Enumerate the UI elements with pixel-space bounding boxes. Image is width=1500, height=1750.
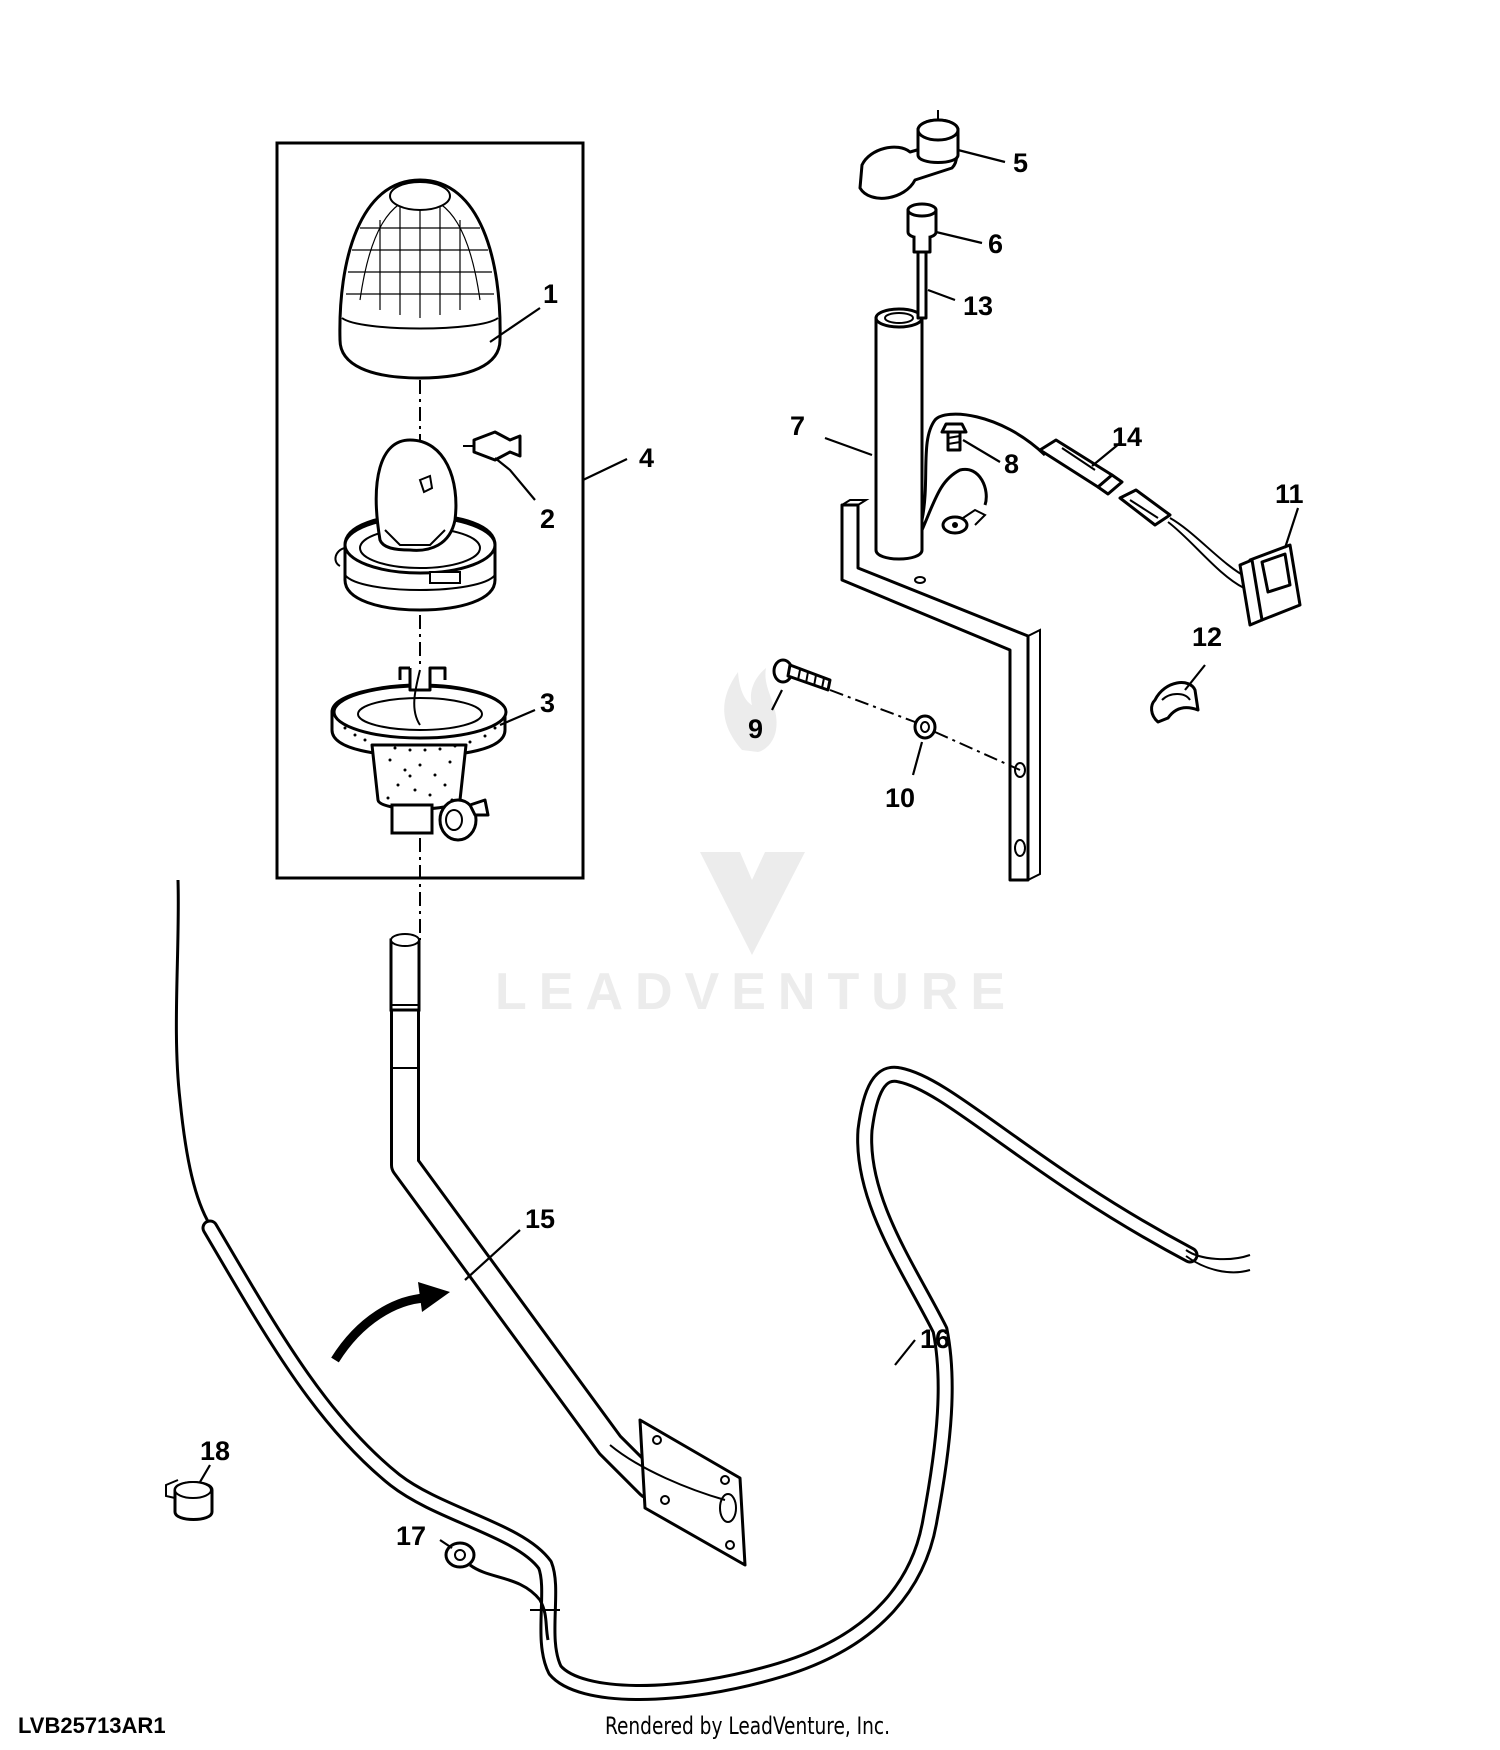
callout-4: 4 bbox=[639, 443, 654, 473]
callout-1: 1 bbox=[543, 279, 558, 309]
mounting-washer bbox=[913, 714, 937, 740]
harness-clip-12 bbox=[1150, 681, 1200, 724]
light-assembly-box bbox=[275, 141, 585, 880]
leader-12 bbox=[1184, 664, 1206, 691]
leader-2 bbox=[494, 457, 536, 501]
callout-6: 6 bbox=[988, 229, 1003, 259]
mounting-bolt bbox=[772, 658, 832, 692]
leader-4 bbox=[582, 458, 628, 481]
ground-terminal bbox=[444, 1541, 550, 1641]
leader-8 bbox=[962, 439, 1001, 463]
callout-8: 8 bbox=[1004, 449, 1019, 479]
leader-17 bbox=[439, 1539, 453, 1549]
harness-connector bbox=[1038, 438, 1172, 527]
callout-16: 16 bbox=[920, 1324, 950, 1354]
rotation-arrow bbox=[331, 1282, 450, 1363]
leader-18 bbox=[199, 1464, 211, 1483]
harness-clip-18 bbox=[165, 1479, 214, 1521]
callout-18: 18 bbox=[200, 1436, 230, 1466]
leader-9 bbox=[771, 689, 783, 711]
tube-wire-upper bbox=[920, 412, 1047, 521]
switch-wires bbox=[1167, 517, 1249, 589]
callout-7: 7 bbox=[790, 411, 805, 441]
leader-15 bbox=[464, 1229, 521, 1281]
ground-screw bbox=[940, 422, 987, 535]
callout-5: 5 bbox=[1013, 148, 1028, 178]
watermark-logo bbox=[700, 668, 805, 955]
callout-10: 10 bbox=[885, 783, 915, 813]
callout-14: 14 bbox=[1112, 422, 1142, 452]
lead-wire bbox=[174, 879, 212, 1226]
tube-plug bbox=[906, 202, 938, 254]
callout-3: 3 bbox=[540, 688, 555, 718]
callout-9: 9 bbox=[748, 714, 763, 744]
leader-6 bbox=[935, 230, 983, 245]
leader-5 bbox=[957, 148, 1006, 164]
mast-tube bbox=[389, 933, 747, 1567]
diagram-id: LVB25713AR1 bbox=[18, 1713, 166, 1738]
leader-16 bbox=[894, 1339, 916, 1366]
callout-12: 12 bbox=[1192, 622, 1222, 652]
leader-14 bbox=[1091, 442, 1121, 467]
rocker-switch bbox=[1238, 543, 1302, 627]
leader-13 bbox=[927, 288, 956, 302]
callout-13: 13 bbox=[963, 291, 993, 321]
tube-wire-lower bbox=[920, 467, 988, 531]
leader-10 bbox=[911, 741, 924, 776]
callout-11: 11 bbox=[1275, 479, 1304, 509]
beacon-bulb bbox=[463, 430, 522, 462]
callout-17: 17 bbox=[396, 1521, 426, 1551]
reflector-housing bbox=[334, 438, 497, 612]
render-credit: Rendered by LeadVenture, Inc. bbox=[605, 1712, 891, 1740]
beacon-base bbox=[330, 666, 508, 842]
wiring-harness bbox=[201, 1065, 1251, 1701]
beacon-lens bbox=[338, 178, 502, 380]
leader-1 bbox=[489, 307, 541, 343]
mast-socket-tube bbox=[874, 307, 924, 561]
mounting-bracket bbox=[840, 499, 1041, 882]
callout-2: 2 bbox=[540, 504, 555, 534]
tube-cap bbox=[858, 110, 960, 200]
tube-rod bbox=[916, 250, 928, 320]
leader-3 bbox=[499, 708, 536, 727]
callout-15: 15 bbox=[525, 1204, 555, 1234]
leader-7 bbox=[824, 436, 873, 457]
centerline-bolt bbox=[829, 689, 1021, 771]
leader-11 bbox=[1283, 507, 1300, 549]
watermark-text: LEADVENTURE bbox=[495, 963, 1018, 1021]
